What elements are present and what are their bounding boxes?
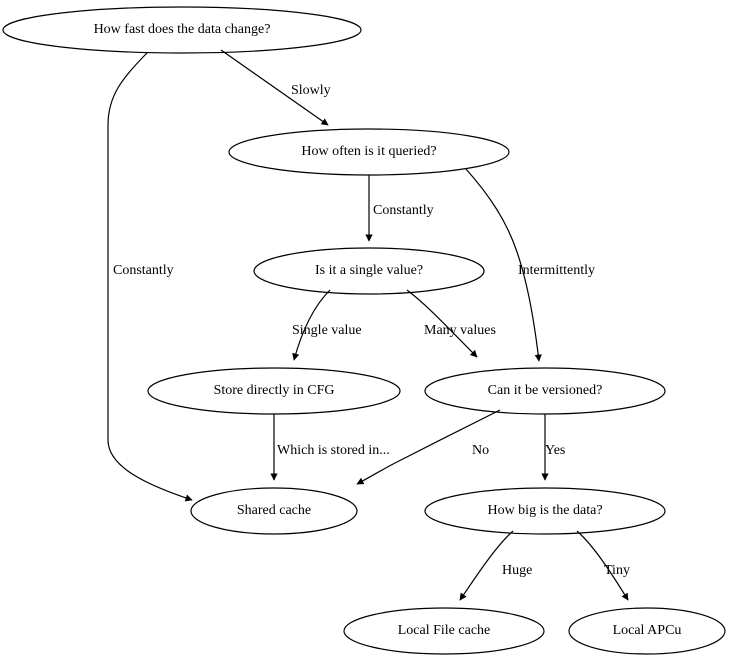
- edge-label-huge: Huge: [502, 563, 533, 578]
- node-shared-cache[interactable]: [190, 487, 358, 535]
- edge-tiny: [576, 530, 629, 601]
- edge-label-constantly-queried: Constantly: [373, 203, 434, 218]
- node-local-apcu[interactable]: [568, 607, 726, 655]
- node-label-local-file-cache: Local File cache: [397, 623, 491, 638]
- node-label-how-fast-does-data-change: How fast does the data change?: [93, 22, 271, 37]
- edge-label-slowly: Slowly: [291, 83, 331, 98]
- edge-no: [356, 409, 501, 485]
- edge-slowly: [220, 49, 329, 126]
- node-label-shared-cache: Shared cache: [236, 503, 312, 518]
- edge-single-value: [292, 289, 331, 361]
- edge-label-which-is-stored-in: Which is stored in...: [277, 443, 390, 458]
- edge-huge: [459, 530, 514, 601]
- edge-label-tiny: Tiny: [604, 563, 630, 578]
- edge-label-many-values: Many values: [424, 323, 496, 338]
- edge-label-single-value: Single value: [292, 323, 362, 338]
- edge-intermittently: [465, 168, 542, 362]
- edge-constantly-to-shared-cache: [107, 51, 193, 502]
- node-label-how-big-is-data: How big is the data?: [487, 503, 603, 518]
- edge-label-intermittently: Intermittently: [518, 263, 595, 278]
- node-label-how-often-queried: How often is it queried?: [301, 144, 437, 159]
- node-label-is-it-single-value: Is it a single value?: [314, 263, 424, 278]
- node-how-fast-does-data-change[interactable]: [2, 6, 362, 54]
- node-how-big-is-data[interactable]: [424, 487, 666, 535]
- edge-label-no: No: [472, 443, 490, 458]
- edge-many-values: [406, 289, 478, 358]
- node-label-local-apcu: Local APCu: [612, 623, 682, 638]
- node-label-can-it-be-versioned: Can it be versioned?: [487, 383, 603, 398]
- node-local-file-cache[interactable]: [343, 607, 545, 655]
- node-is-it-single-value[interactable]: [253, 247, 485, 295]
- edge-label-yes: Yes: [545, 443, 566, 458]
- edge-label-constantly-change: Constantly: [113, 263, 174, 278]
- node-label-store-directly-in-cfg: Store directly in CFG: [213, 383, 335, 398]
